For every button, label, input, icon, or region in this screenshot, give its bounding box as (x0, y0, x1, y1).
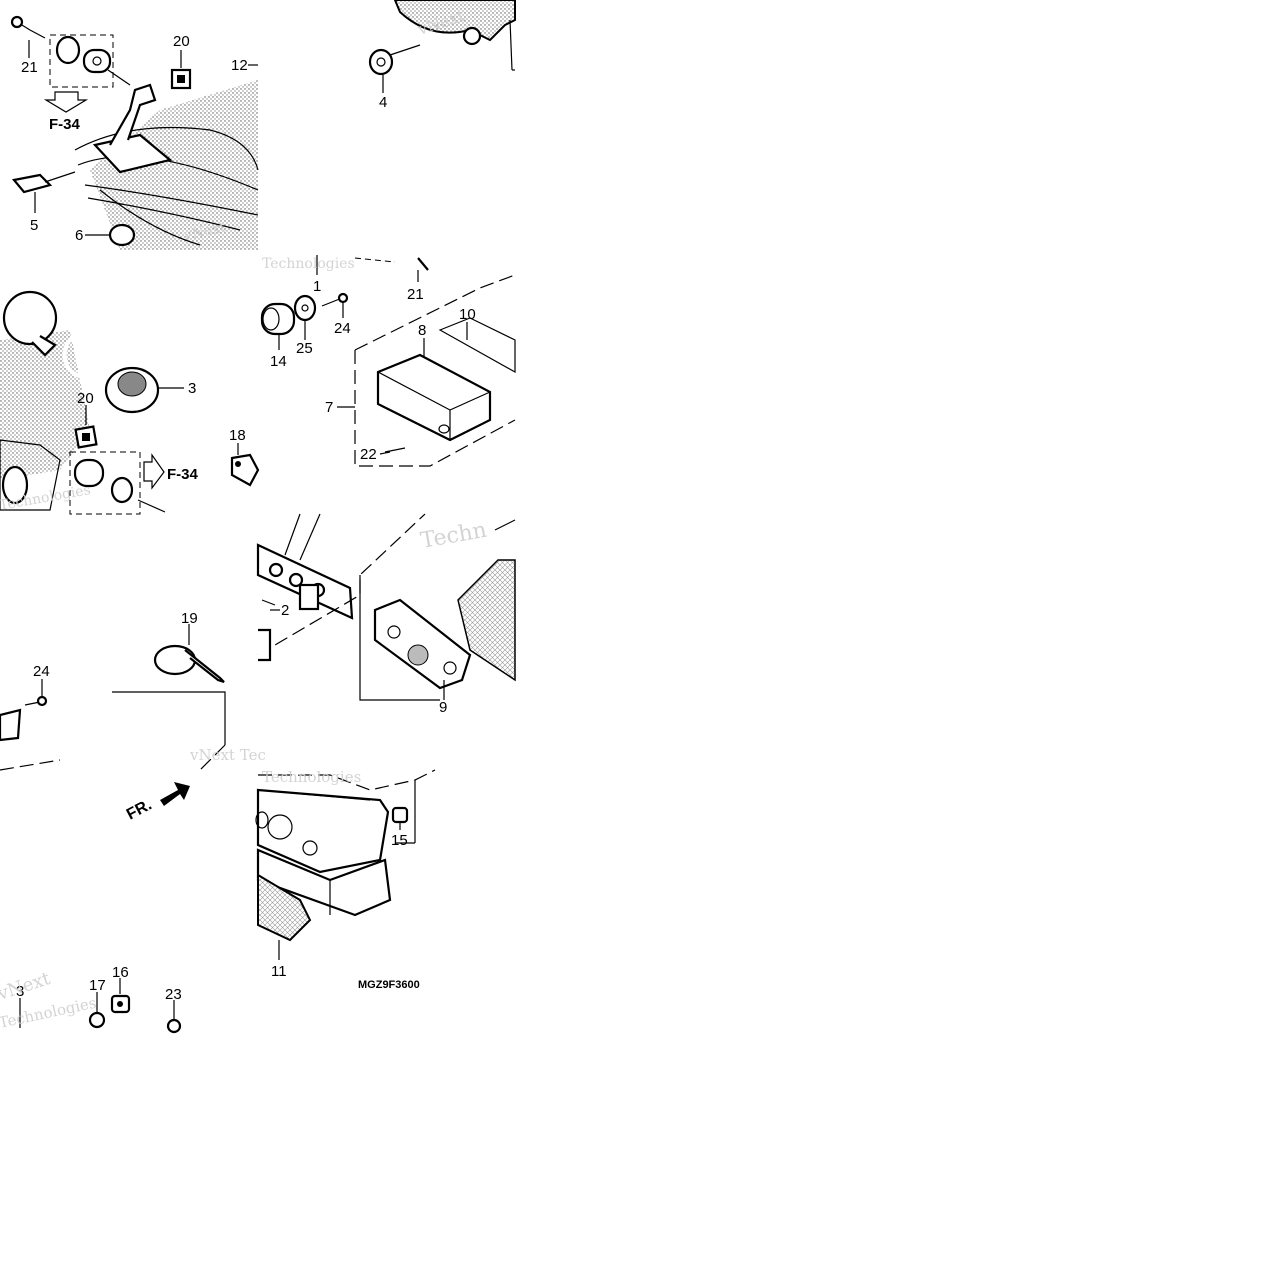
panel-bottom-right: 15 11 MGZ9F3600 Technologies (255, 768, 436, 991)
callout-21: 21 (21, 59, 38, 76)
callout-24: 24 (334, 320, 351, 337)
callout-11: 11 (271, 963, 287, 980)
callout-19: 19 (181, 610, 198, 627)
callout-9: 9 (439, 699, 447, 716)
callout-15: 15 (391, 832, 408, 849)
panel-middle-left: 3 20 18 F-34 Technologies (0, 290, 260, 515)
watermark: Techn (419, 518, 489, 554)
panel-middle-right: 1 21 14 25 24 8 10 7 22 Technologies (260, 255, 516, 467)
callout-22: 22 (360, 446, 377, 463)
panel-lower-right: 2 9 Techn (256, 513, 516, 716)
watermark: vNext Tec (189, 746, 266, 764)
callout-14: 14 (270, 353, 287, 370)
callout-8: 8 (418, 322, 426, 339)
ref-label-f34: F-34 (49, 116, 81, 133)
panel-bottom-left: FR. 16 17 23 3 vNext Technologies (0, 782, 190, 1034)
callout-12: 12 (231, 57, 248, 74)
front-arrow-icon (160, 782, 190, 806)
callout-24: 24 (33, 663, 50, 680)
panel-top-right: 4 vNext (368, 0, 516, 111)
callout-16: 16 (112, 964, 129, 981)
callout-3: 3 (16, 983, 24, 1000)
callout-4: 4 (379, 94, 387, 111)
callout-3: 3 (188, 380, 196, 397)
callout-23: 23 (165, 986, 182, 1003)
callout-7: 7 (325, 399, 333, 416)
watermark: Technologies (262, 256, 355, 272)
watermark: vNext (0, 968, 54, 1005)
ref-label-f34: F-34 (167, 466, 199, 483)
callout-18: 18 (229, 427, 246, 444)
front-label: FR. (124, 796, 155, 823)
callout-10: 10 (459, 306, 476, 323)
callout-6: 6 (75, 227, 83, 244)
callout-20: 20 (77, 390, 94, 407)
panel-top-left: 21 20 12 5 6 F-34 vNext (10, 15, 259, 250)
callout-2: 2 (281, 602, 289, 619)
callout-17: 17 (89, 977, 106, 994)
callout-20: 20 (173, 33, 190, 50)
watermark: Technologies (262, 768, 361, 786)
diagram-code: MGZ9F3600 (358, 979, 420, 991)
panel-lower-left: 19 24 vNext Tec (0, 610, 266, 772)
callout-25: 25 (296, 340, 313, 357)
callout-1: 1 (313, 278, 321, 295)
callout-21: 21 (407, 286, 424, 303)
callout-5: 5 (30, 217, 38, 234)
